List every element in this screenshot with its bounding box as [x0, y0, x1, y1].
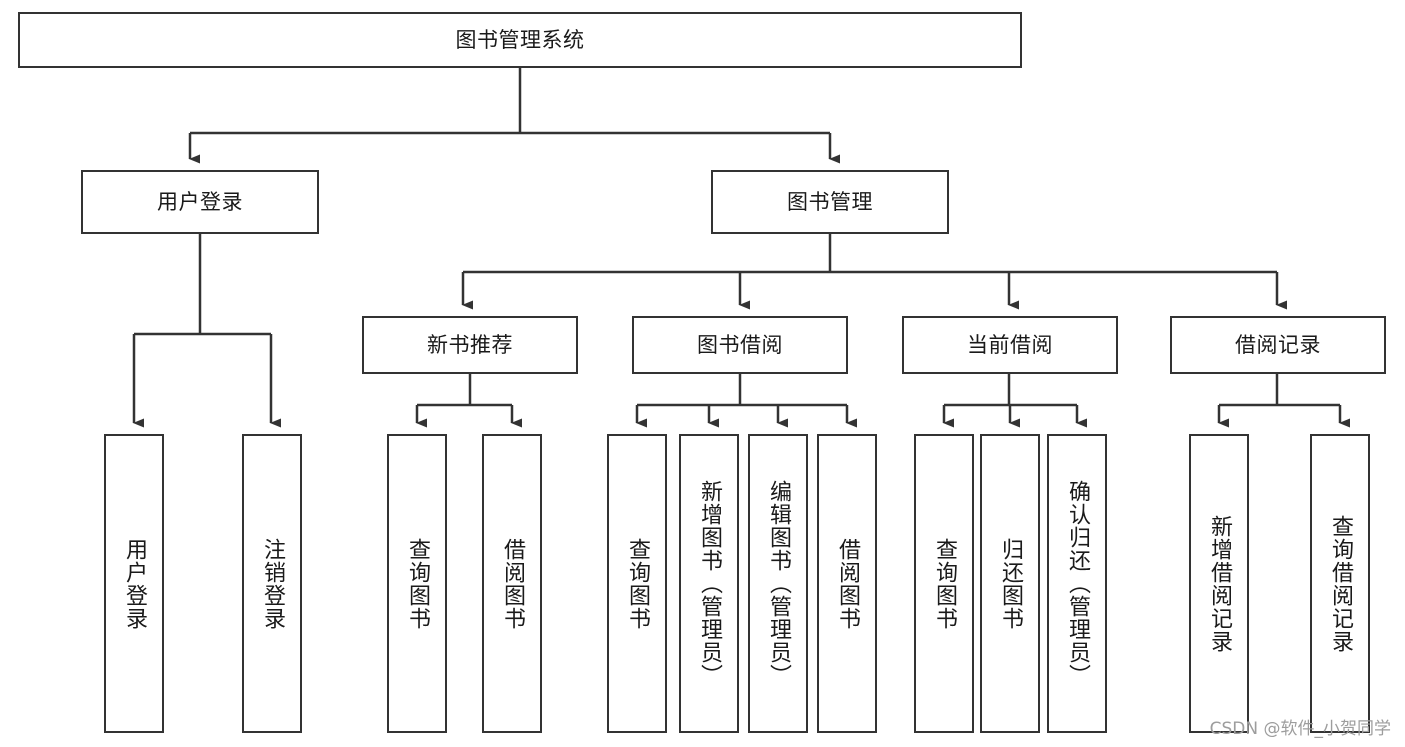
node-label: 借阅图书 [499, 537, 525, 630]
node-leaf-cur-return[interactable]: 归还图书 [980, 434, 1040, 733]
node-label: 注销登录 [259, 537, 285, 630]
node-leaf-cur-confirm[interactable]: 确认归还（管理员） [1047, 434, 1107, 733]
node-user-login[interactable]: 用户登录 [81, 170, 319, 234]
node-label: 图书管理系统 [455, 27, 585, 52]
node-book-manage[interactable]: 图书管理 [711, 170, 949, 234]
node-leaf-rec-search[interactable]: 查询借阅记录 [1310, 434, 1370, 733]
node-label: 新增借阅记录 [1206, 514, 1232, 653]
node-leaf-bor-query[interactable]: 查询图书 [607, 434, 667, 733]
node-leaf-user-logout[interactable]: 注销登录 [242, 434, 302, 733]
node-label: 确认归还（管理员） [1064, 480, 1090, 687]
node-root[interactable]: 图书管理系统 [18, 12, 1022, 68]
node-leaf-rec-borrow[interactable]: 借阅图书 [482, 434, 542, 733]
node-leaf-bor-lend[interactable]: 借阅图书 [817, 434, 877, 733]
node-label: 归还图书 [997, 537, 1023, 630]
node-leaf-cur-query[interactable]: 查询图书 [914, 434, 974, 733]
node-label: 查询借阅记录 [1327, 514, 1353, 653]
node-label: 借阅记录 [1235, 332, 1321, 357]
node-label: 用户登录 [157, 189, 243, 214]
node-label: 新增图书（管理员） [696, 480, 722, 687]
node-leaf-user-login[interactable]: 用户登录 [104, 434, 164, 733]
node-label: 用户登录 [121, 537, 147, 630]
node-label: 当前借阅 [967, 332, 1053, 357]
node-label: 编辑图书（管理员） [765, 480, 791, 687]
node-leaf-bor-add[interactable]: 新增图书（管理员） [679, 434, 739, 733]
node-label: 查询图书 [931, 537, 957, 630]
node-leaf-rec-query[interactable]: 查询图书 [387, 434, 447, 733]
node-label: 查询图书 [624, 537, 650, 630]
node-book-borrow[interactable]: 图书借阅 [632, 316, 848, 374]
node-borrow-record[interactable]: 借阅记录 [1170, 316, 1386, 374]
node-leaf-bor-edit[interactable]: 编辑图书（管理员） [748, 434, 808, 733]
node-label: 借阅图书 [834, 537, 860, 630]
node-label: 图书借阅 [697, 332, 783, 357]
node-label: 查询图书 [404, 537, 430, 630]
node-leaf-rec-add[interactable]: 新增借阅记录 [1189, 434, 1249, 733]
watermark-text: CSDN @软件_小贺同学 [1209, 719, 1391, 739]
node-label: 新书推荐 [427, 332, 513, 357]
node-label: 图书管理 [787, 189, 873, 214]
node-new-book-rec[interactable]: 新书推荐 [362, 316, 578, 374]
node-current-borrow[interactable]: 当前借阅 [902, 316, 1118, 374]
